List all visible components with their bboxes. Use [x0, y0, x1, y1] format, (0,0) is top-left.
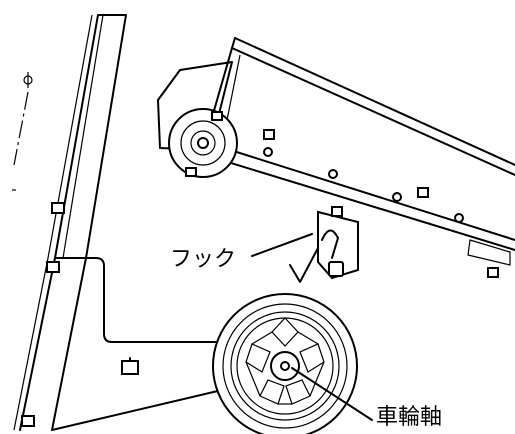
wheel-axle-label: 車輪軸: [376, 405, 442, 430]
hook-label: フック: [170, 247, 236, 272]
left-frame-panel: [13, 14, 127, 431]
wheel: [212, 293, 358, 434]
hook-bracket: [289, 206, 359, 283]
wheel-axle-callout: 車輪軸: [291, 367, 442, 430]
lower-bracket: [51, 257, 233, 431]
hook-callout: フック: [170, 233, 313, 272]
pulley-housing: [157, 61, 238, 178]
hopper-box: [204, 37, 515, 278]
center-line-marker: [12, 72, 33, 191]
